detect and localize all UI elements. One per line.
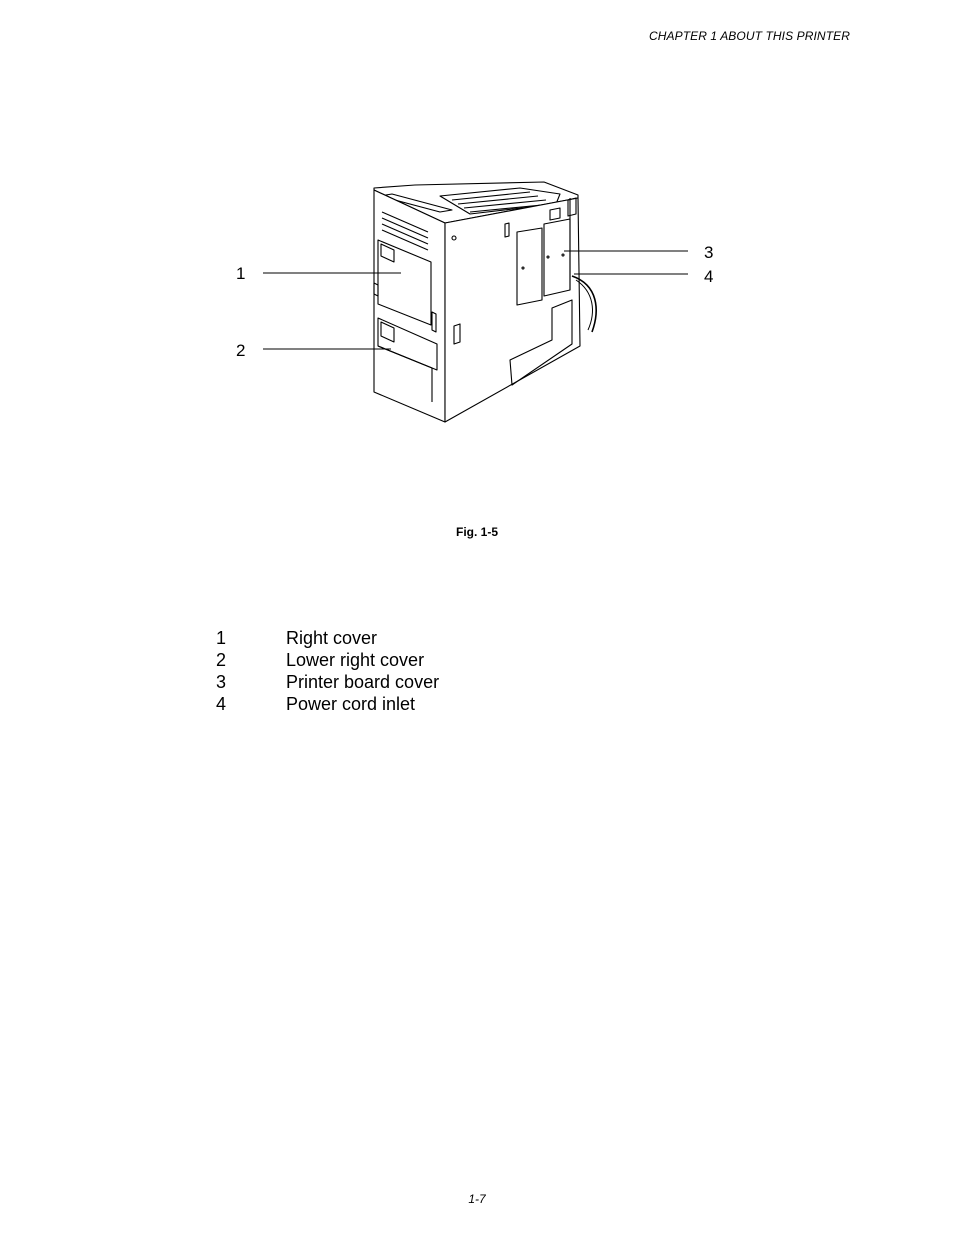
printer-rear-illustration: 1 2 3 4 bbox=[230, 180, 730, 430]
callout-2: 2 bbox=[236, 341, 245, 360]
printer-line-drawing: 1 2 3 4 bbox=[236, 181, 713, 423]
legend-label: Lower right cover bbox=[286, 650, 425, 670]
legend-label: Power cord inlet bbox=[286, 694, 416, 714]
legend-label: Right cover bbox=[286, 628, 378, 648]
legend-number: 4 bbox=[216, 694, 227, 714]
legend-item: 1 Right cover bbox=[216, 627, 439, 649]
legend-number: 1 bbox=[216, 628, 227, 648]
callout-4: 4 bbox=[704, 267, 713, 286]
legend-item: 4 Power cord inlet bbox=[216, 693, 439, 715]
legend-item: 3 Printer board cover bbox=[216, 671, 439, 693]
legend-number: 3 bbox=[216, 672, 227, 692]
parts-legend: 1 Right cover 2 Lower right cover 3 Prin… bbox=[216, 627, 439, 715]
callout-1: 1 bbox=[236, 264, 245, 283]
legend-label: Printer board cover bbox=[286, 672, 440, 692]
legend-number: 2 bbox=[216, 650, 227, 670]
figure-caption: Fig. 1-5 bbox=[455, 525, 498, 539]
callout-leaders bbox=[263, 250, 688, 350]
page-number: 1-7 bbox=[468, 1192, 486, 1206]
callout-3: 3 bbox=[704, 243, 713, 262]
chapter-header: CHAPTER 1 ABOUT THIS PRINTER bbox=[648, 29, 850, 43]
legend-item: 2 Lower right cover bbox=[216, 649, 439, 671]
